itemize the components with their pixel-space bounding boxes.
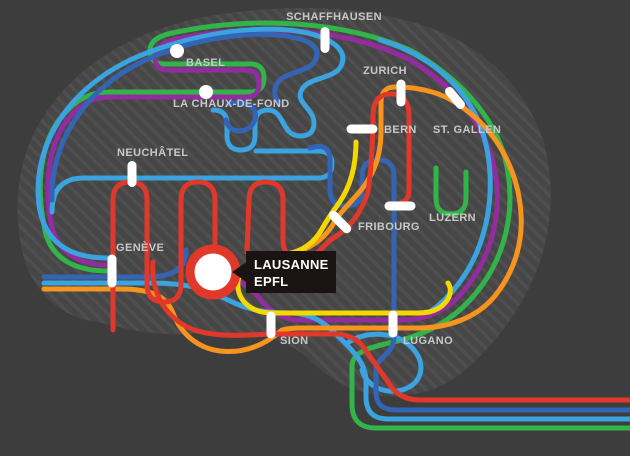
green-line-comb <box>433 165 469 217</box>
station-marker-geneve <box>107 254 117 288</box>
metro-lines <box>35 20 630 431</box>
light-blue-line-path <box>35 26 346 261</box>
station-label-luzern: LUZERN <box>429 212 476 224</box>
station-marker-basel <box>170 44 184 58</box>
station-label-schaffhausen: SCHAFFHAUSEN <box>286 11 382 23</box>
station-marker-luzern <box>384 201 416 211</box>
light-blue-right-arc <box>377 37 493 315</box>
station-label-basel: BASEL <box>186 57 225 69</box>
station-label-st-gallen: ST. GALLEN <box>433 124 501 136</box>
station-marker-zurich <box>396 79 406 107</box>
station-label-bern: BERN <box>384 124 417 136</box>
station-label-la-chaux-de-fond: LA CHAUX-DE-FOND <box>173 98 290 110</box>
station-marker-lugano <box>388 310 398 338</box>
callout-box <box>246 251 336 293</box>
station-markers <box>107 27 465 339</box>
red-zurich-arch-path <box>327 91 412 243</box>
station-marker-sion <box>266 311 276 339</box>
station-label-sion: SION <box>280 335 309 347</box>
dark-blue-topleft-path <box>49 31 320 203</box>
station-marker-st-gallen <box>445 86 465 110</box>
station-label-lugano: LUGANO <box>403 335 453 347</box>
purple-line-path <box>45 27 500 323</box>
station-marker-fribourg <box>328 210 352 234</box>
station-marker-neuchatel <box>127 161 137 187</box>
callout-pointer <box>232 261 248 283</box>
station-label-neuchatel: NEUCHÂTEL <box>117 146 188 159</box>
station-marker-bern <box>346 124 378 134</box>
dark-blue-center-path <box>307 144 630 413</box>
callout-line2: EPFL <box>254 274 288 289</box>
callout-line1: LAUSANNE <box>254 257 329 272</box>
station-label-fribourg: FRIBOURG <box>358 221 420 233</box>
station-label-zurich: ZURICH <box>363 65 407 77</box>
orange-line-path <box>41 84 524 355</box>
dark-blue-chaux-loop <box>223 100 259 134</box>
red-south-stem-path <box>150 259 630 403</box>
lausanne-hub-marker <box>185 244 241 300</box>
station-marker-la-chaux-de-fond <box>199 85 213 99</box>
station-label-geneve: GENÈVE <box>116 241 164 254</box>
lausanne-callout: LAUSANNE EPFL <box>232 251 336 293</box>
station-labels: SCHAFFHAUSEN BASEL LA CHAUX-DE-FOND ZURICH B… <box>116 11 501 347</box>
station-marker-schaffhausen <box>320 27 330 53</box>
